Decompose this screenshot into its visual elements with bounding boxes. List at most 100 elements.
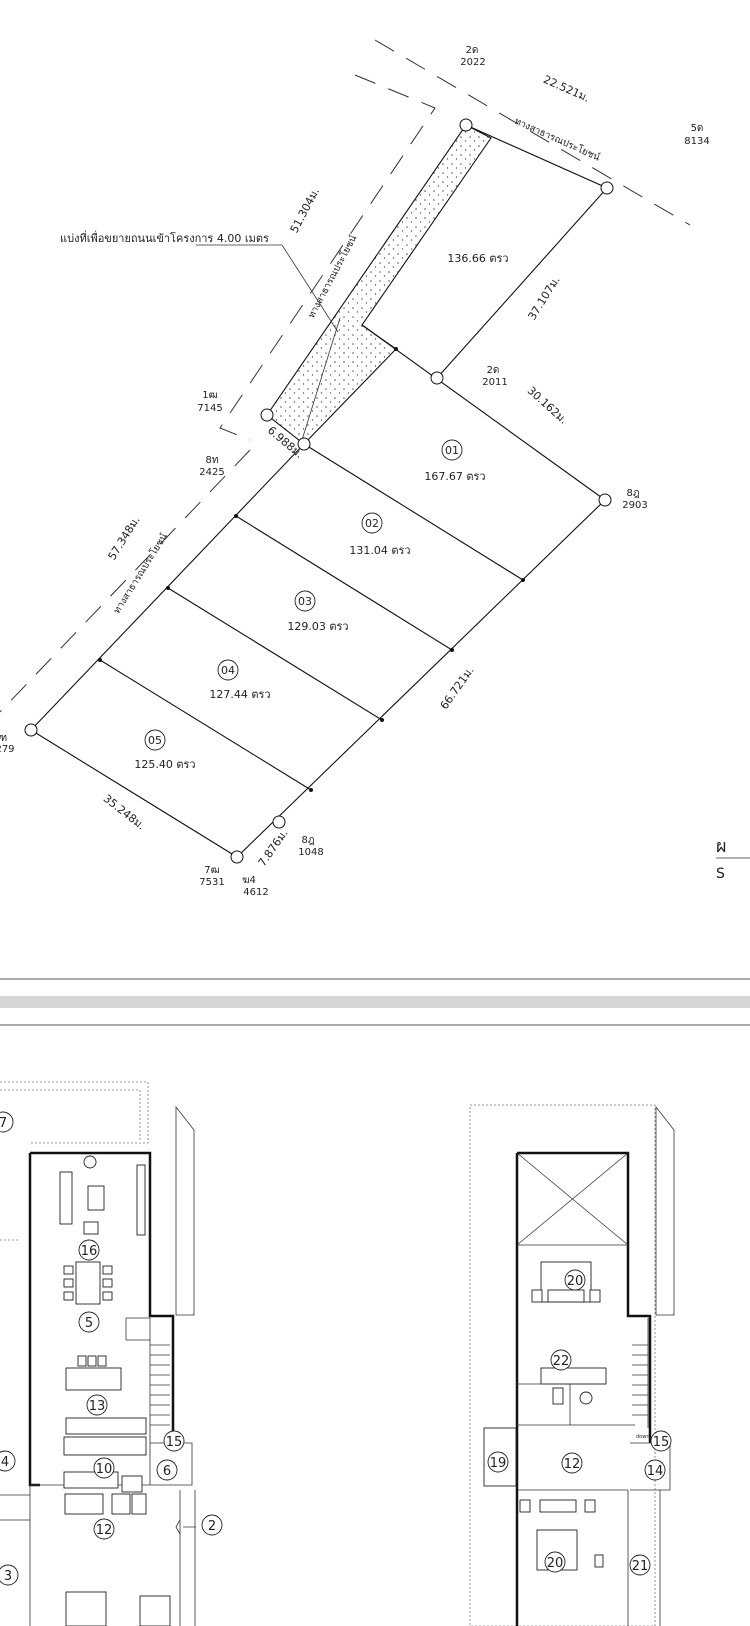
- plot-area: 131.04 ตรว: [349, 544, 410, 557]
- refrigerator: [121, 1475, 143, 1493]
- room-number-circle: [201, 1514, 223, 1536]
- wardrobe: [65, 1591, 107, 1626]
- pin-marker: [260, 408, 274, 422]
- plot-area: 127.44 ตรว: [209, 688, 270, 701]
- edge-subtitle: S: [716, 866, 725, 882]
- dimension-right-lower: 66.721ม.: [438, 664, 477, 712]
- neighbor-code: 2ด: [466, 45, 479, 56]
- neighbor-code: 7ฒ: [204, 865, 219, 876]
- division-line-02-03: [235, 515, 453, 651]
- division-line-03-04: [167, 587, 383, 721]
- floor-outline: [469, 1104, 656, 1626]
- sofa: [59, 1171, 73, 1225]
- plot-number-circle: [144, 729, 166, 751]
- road-boundary-left-lower: [0, 449, 251, 713]
- neighbor-number: 8134: [684, 136, 709, 147]
- room-number: 7: [0, 1116, 7, 1131]
- dimension-left-lower: 57.348ม.: [105, 514, 142, 563]
- room-number-circle: [0, 1450, 16, 1472]
- dimension-top: 22.521ม.: [541, 73, 591, 105]
- plot-number: 03: [298, 595, 312, 608]
- pin-dot: [98, 658, 102, 662]
- room-number-circle: [564, 1269, 586, 1291]
- room-number: 5: [85, 1316, 93, 1331]
- divider-bar: [0, 996, 750, 1008]
- room-number-circle: [644, 1459, 666, 1481]
- room-number: 13: [89, 1399, 106, 1414]
- plot-number: 04: [221, 664, 235, 677]
- room-number: 16: [81, 1244, 98, 1259]
- room-number: 20: [547, 1556, 564, 1571]
- room-number-circle: [487, 1451, 509, 1473]
- neighbor-code: ฆ4: [242, 875, 256, 886]
- neighbor-number: 2425: [199, 467, 224, 478]
- neighbor-code: 8ฎ: [301, 835, 314, 846]
- nightstand: [519, 1499, 531, 1513]
- room-number: 14: [647, 1464, 664, 1479]
- site-plan: 2ด 2022 5ด 8134 2ด 2011 1ฒ 7145 8ท 2425 …: [0, 39, 750, 898]
- neighbor-number: 2011: [482, 377, 507, 388]
- pillows: [547, 1289, 585, 1303]
- room-number-circle: [629, 1554, 651, 1576]
- tv-console: [136, 1164, 146, 1236]
- edge-title: ผ: [716, 836, 727, 857]
- dimension-right-upper: 37.107ม.: [525, 274, 562, 323]
- bath-fixture: [139, 1595, 171, 1626]
- stair-treads: [632, 1344, 648, 1416]
- vanity-counter: [540, 1367, 607, 1385]
- exterior-wall: [28, 1153, 40, 1487]
- room-number: 10: [96, 1462, 113, 1477]
- room-number: 2: [208, 1519, 216, 1534]
- neighbor-code: 5ด: [691, 123, 704, 134]
- room-number-circle: [86, 1394, 108, 1416]
- room-number: 22: [553, 1354, 570, 1369]
- bar-stool: [77, 1355, 87, 1367]
- subdivision-outline: [30, 443, 606, 858]
- road-label-top: ทางสาธารณประโยชน์: [513, 115, 603, 164]
- survey-pins: [24, 118, 614, 864]
- neighbor-number: 2903: [622, 500, 647, 511]
- road-widening-callout: แบ่งที่เพื่อขยายถนนเข้าโครงการ 4.00 เมตร: [60, 230, 269, 245]
- neighbor-number: 2022: [460, 57, 485, 68]
- dimension-mid-right: 30.162ม.: [525, 384, 570, 427]
- parcel-01-top-edge: [361, 324, 606, 501]
- dining-chair: [63, 1278, 74, 1288]
- dining-chair: [102, 1278, 113, 1288]
- staircase: [125, 1317, 151, 1443]
- bar-stool: [97, 1355, 107, 1367]
- pin-marker: [598, 493, 612, 507]
- plot-area: 129.03 ตรว: [287, 620, 348, 633]
- room-number-circle: [78, 1239, 100, 1261]
- pin-dot: [380, 718, 384, 722]
- room-number: 12: [564, 1457, 581, 1472]
- room-number-circle: [0, 1111, 14, 1133]
- chair: [594, 1554, 604, 1568]
- kitchen-counter: [63, 1436, 147, 1456]
- nightstand: [589, 1289, 601, 1303]
- strip-centerline: [301, 317, 341, 441]
- pin-marker: [600, 181, 614, 195]
- dining-chair: [102, 1291, 113, 1301]
- pin-dot: [234, 514, 238, 518]
- room-number-circle: [78, 1311, 100, 1333]
- room-number: 6: [163, 1464, 171, 1479]
- division-line-01-02: [303, 443, 524, 581]
- washbasin: [579, 1391, 593, 1405]
- armchair: [83, 1221, 99, 1235]
- dining-chair: [102, 1265, 113, 1275]
- room-number-circle: [550, 1349, 572, 1371]
- interior-wall: [517, 1318, 649, 1428]
- exterior-wall: [30, 1151, 175, 1443]
- stair-label: down: [636, 1434, 650, 1440]
- armchair: [83, 1155, 97, 1169]
- dimension-labels: 22.521ม. 51.304ม. 37.107ม. 30.162ม. 6.98…: [101, 73, 592, 869]
- room-number: 15: [653, 1435, 670, 1450]
- dining-chair: [63, 1265, 74, 1275]
- terrace-outline: [0, 1089, 141, 1140]
- sheet-divider: [0, 978, 750, 1026]
